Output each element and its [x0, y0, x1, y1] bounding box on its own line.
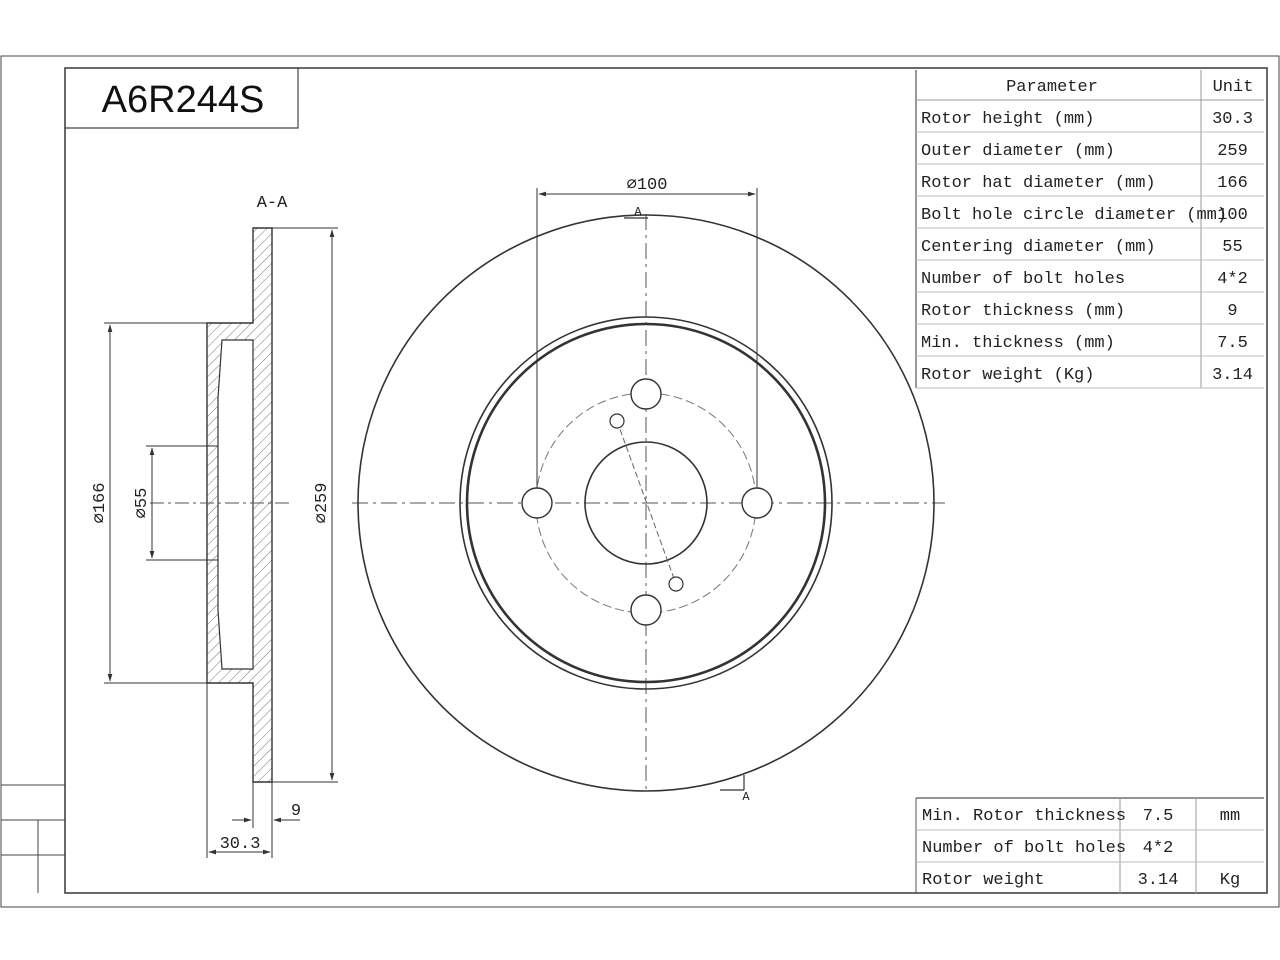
dim-centering-diameter	[146, 445, 207, 561]
spec-row-value: 259	[1217, 142, 1248, 161]
section-marker-bottom: A	[720, 775, 750, 804]
hat-diameter-label: ⌀166	[91, 483, 110, 524]
svg-text:A: A	[634, 205, 642, 219]
svg-text:A: A	[742, 790, 750, 804]
spec-row-parameter: Centering diameter (mm)	[921, 238, 1156, 257]
section-label: A-A	[257, 194, 288, 213]
spec-row-parameter: Outer diameter (mm)	[921, 142, 1115, 161]
drawing-frame	[0, 55, 1280, 908]
spec-row-parameter: Rotor hat diameter (mm)	[921, 174, 1156, 193]
front-view: ⌀100 A A	[352, 176, 945, 804]
dim-bolt-circle	[536, 188, 758, 488]
locating-hole	[668, 576, 684, 592]
spec-table: Parameter Unit Rotor height (mm) 30.3Oute…	[915, 70, 1264, 389]
locating-hole	[609, 413, 625, 429]
bolt-hole	[521, 487, 553, 519]
center-bore	[584, 441, 708, 565]
bolt-hole	[630, 378, 662, 410]
dim-outer-diameter	[272, 227, 338, 783]
outer-rim	[357, 214, 935, 792]
summary-row-label: Rotor weight	[922, 871, 1044, 890]
spec-row-parameter: Min. thickness (mm)	[921, 334, 1115, 353]
dim-height	[206, 683, 271, 858]
part-number: A6R244S	[102, 79, 265, 121]
spec-row-parameter: Rotor thickness (mm)	[921, 302, 1125, 321]
locating-axis	[616, 420, 677, 585]
summary-row-label: Min. Rotor thickness	[922, 807, 1126, 826]
spec-row-parameter: Bolt hole circle diameter (mm)	[921, 206, 1227, 225]
summary-row-value: 7.5	[1143, 807, 1174, 826]
spec-header-parameter: Parameter	[1006, 78, 1098, 97]
summary-row-value: 4*2	[1143, 839, 1174, 858]
spec-row-value: 7.5	[1217, 334, 1248, 353]
summary-row-label: Number of bolt holes	[922, 839, 1126, 858]
spec-header-unit: Unit	[1213, 78, 1254, 97]
hat-edge	[465, 322, 827, 684]
spec-row-parameter: Rotor weight (Kg)	[921, 366, 1094, 385]
dim-thickness	[232, 782, 300, 858]
spec-row-value: 4*2	[1217, 270, 1248, 289]
bolt-hole	[630, 594, 662, 626]
centering-diameter-label: ⌀55	[133, 488, 152, 519]
hat-cavity	[217, 339, 254, 670]
hat-outer-edge	[459, 316, 833, 690]
spec-row-value: 166	[1217, 174, 1248, 193]
spec-row-value: 100	[1217, 206, 1248, 225]
height-label: 30.3	[220, 835, 261, 854]
thickness-label: 9	[291, 802, 301, 821]
spec-row-parameter: Number of bolt holes	[921, 270, 1125, 289]
spec-row-parameter: Rotor height (mm)	[921, 110, 1094, 129]
spec-row-value: 3.14	[1212, 366, 1253, 385]
summary-row-value: 3.14	[1138, 871, 1179, 890]
spec-row-value: 55	[1222, 238, 1242, 257]
bolt-hole	[741, 487, 773, 519]
title-box: A6R244S	[65, 68, 299, 129]
summary-row-unit: mm	[1220, 807, 1240, 826]
section-view: A-A ⌀166 ⌀55 ⌀259	[91, 194, 338, 858]
bolt-circle-label: ⌀100	[627, 176, 668, 195]
section-marker-top: A	[624, 205, 648, 219]
spec-row-value: 30.3	[1212, 110, 1253, 129]
outer-diameter-label: ⌀259	[313, 483, 332, 524]
dim-hat-diameter	[104, 322, 207, 684]
summary-row-unit: Kg	[1220, 871, 1240, 890]
spec-row-value: 9	[1227, 302, 1237, 321]
